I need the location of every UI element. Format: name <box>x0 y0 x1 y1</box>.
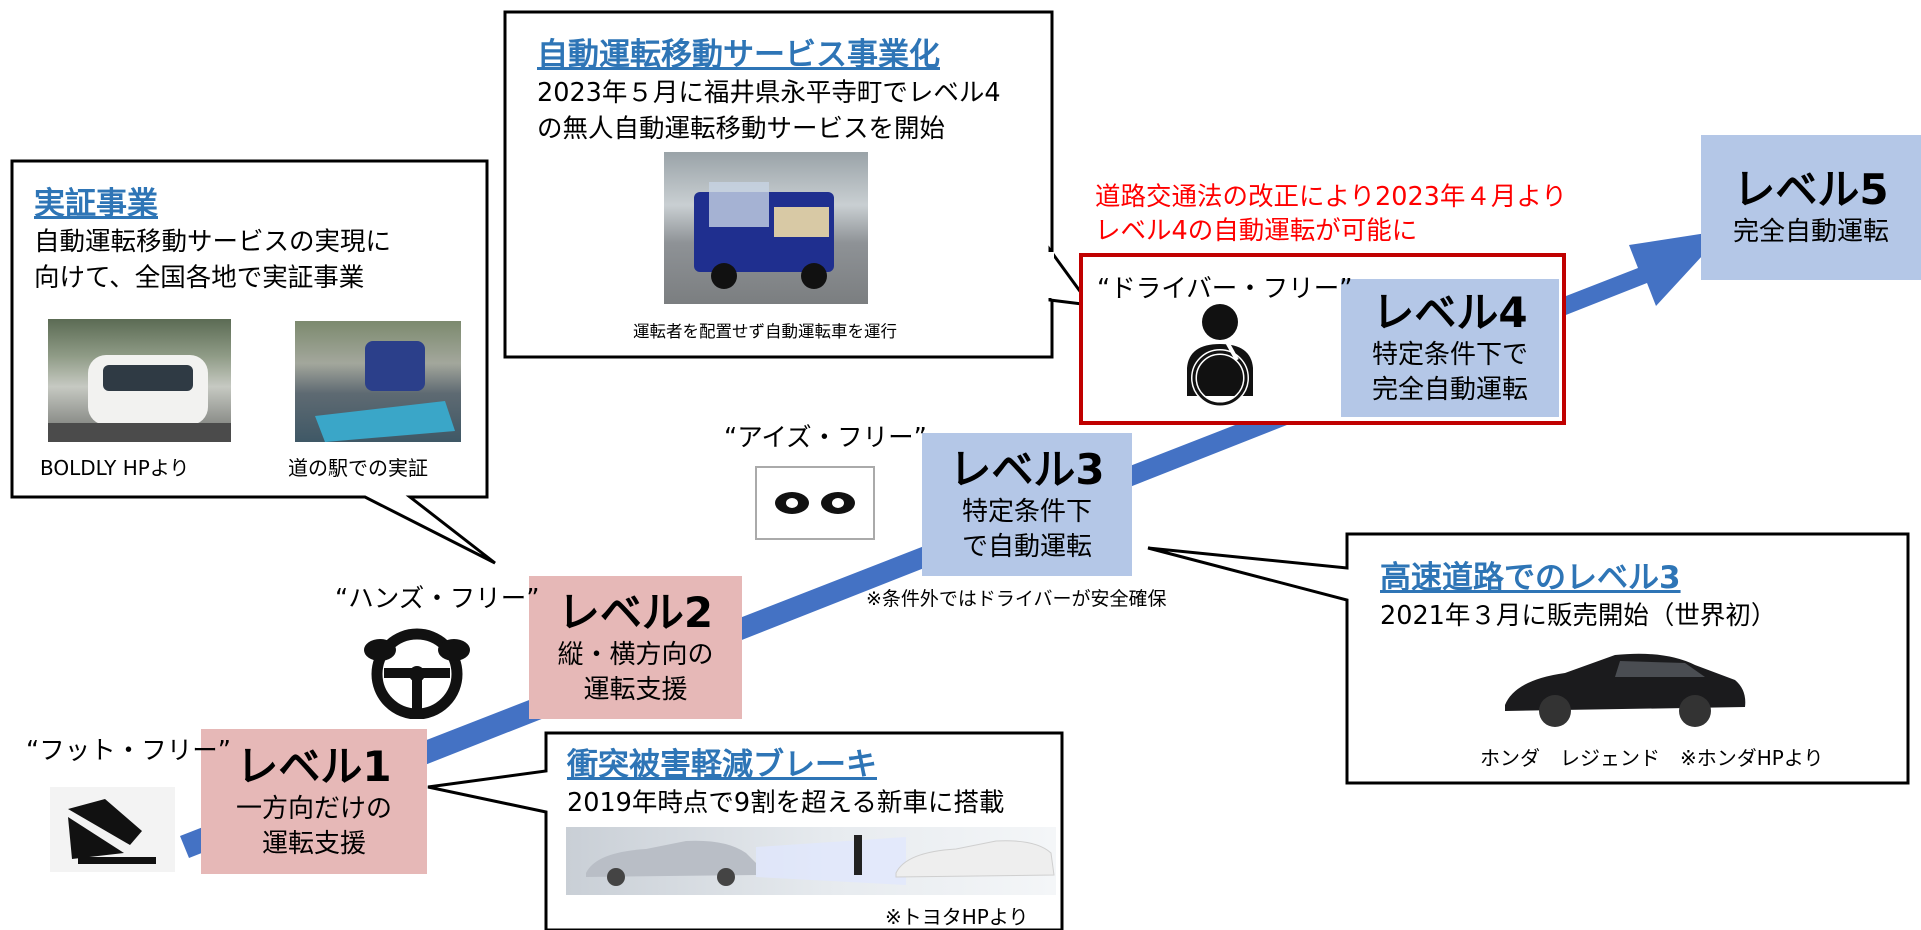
level4-desc-line2: 完全自動運転 <box>1371 375 1528 405</box>
callout-service-title: 自動運転移動サービス事業化 <box>537 37 940 73</box>
level5-box: レベル5 完全自動運転 <box>1701 135 1921 280</box>
callout-demo-title: 実証事業 <box>34 186 158 222</box>
level4-desc-line1: 特定条件下で <box>1371 340 1528 370</box>
level2-box: レベル2 縦・横方向の 運転支援 <box>529 576 742 719</box>
level2-desc-line2: 運転支援 <box>583 674 688 705</box>
driver-free-label: “ドライバー・フリー” <box>1097 274 1353 304</box>
steering-wheel-hands-icon <box>362 624 472 720</box>
level3-desc-line2: で自動運転 <box>961 531 1092 562</box>
service-photo-cart <box>664 152 868 304</box>
demo-photo-road-station <box>295 321 461 442</box>
level5-desc: 完全自動運転 <box>1732 217 1889 247</box>
level3-title: レベル3 <box>949 444 1105 494</box>
level4-title: レベル4 <box>1372 288 1528 337</box>
level1-title: レベル1 <box>236 741 392 791</box>
callout-highway-body: 2021年３月に販売開始（世界初） <box>1380 601 1777 631</box>
brake-caption: ※トヨタHPより <box>885 905 1029 929</box>
driver-seatbelt-icon <box>1175 300 1265 412</box>
callout-brake-title: 衝突被害軽減ブレーキ <box>567 747 877 783</box>
law-change-note-line2: レベル4の自動運転が可能に <box>1095 216 1418 246</box>
foot-pedal-icon <box>50 787 175 872</box>
highway-caption: ホンダ レジェンド ※ホンダHPより <box>1480 746 1824 770</box>
level3-note: ※条件外ではドライバーが安全確保 <box>866 588 1167 610</box>
eyes-free-label: “アイズ・フリー” <box>724 423 927 453</box>
callout-service: 自動運転移動サービス事業化 2023年５月に福井県永平寺町でレベル4 の無人自動… <box>537 35 1001 147</box>
callout-highway-shape <box>1147 532 1910 785</box>
brake-photo <box>566 827 1056 895</box>
demo-photo-bus <box>48 319 231 442</box>
callout-demo-body-line2: 向けて、全国各地で実証事業 <box>34 263 365 293</box>
level3-box: レベル3 特定条件下 で自動運転 <box>922 433 1132 576</box>
demo-caption-1: BOLDLY HPより <box>40 456 190 480</box>
callout-demo-body-line1: 自動運転移動サービスの実現に <box>34 227 392 257</box>
callout-highway: 高速道路でのレベル3 2021年３月に販売開始（世界初） <box>1380 558 1776 634</box>
level5-title: レベル5 <box>1733 165 1889 214</box>
level1-desc-line2: 運転支援 <box>261 828 366 859</box>
callout-demo: 実証事業 自動運転移動サービスの実現に 向けて、全国各地で実証事業 <box>34 184 391 296</box>
law-change-note: 道路交通法の改正により2023年４月より レベル4の自動運転が可能に <box>1095 180 1567 248</box>
callout-service-body-line2: の無人自動運転移動サービスを開始 <box>537 114 946 144</box>
callout-highway-title: 高速道路でのレベル3 <box>1380 560 1681 596</box>
callout-brake: 衝突被害軽減ブレーキ 2019年時点で9割を超える新車に搭載 <box>567 745 1004 821</box>
level4-box: レベル4 特定条件下で 完全自動運転 <box>1341 279 1559 417</box>
highway-photo-car <box>1495 645 1750 735</box>
level3-desc-line1: 特定条件下 <box>961 496 1092 527</box>
level2-desc-line1: 縦・横方向の <box>557 639 714 670</box>
demo-caption-2: 道の駅での実証 <box>288 456 428 480</box>
foot-free-label: “フット・フリー” <box>26 736 231 766</box>
hands-free-label: “ハンズ・フリー” <box>335 584 540 614</box>
callout-demo-shape <box>10 159 496 565</box>
callout-brake-body: 2019年時点で9割を超える新車に搭載 <box>567 788 1005 818</box>
eyes-icon <box>772 488 858 518</box>
callout-service-body-line1: 2023年５月に福井県永平寺町でレベル4 <box>537 78 1001 108</box>
level1-box: レベル1 一方向だけの 運転支援 <box>201 729 427 874</box>
level2-title: レベル2 <box>557 587 714 637</box>
law-change-note-line1: 道路交通法の改正により2023年４月より <box>1095 182 1567 212</box>
level1-desc-line1: 一方向だけの <box>235 793 392 824</box>
service-caption: 運転者を配置せず自動運転車を運行 <box>633 322 897 341</box>
